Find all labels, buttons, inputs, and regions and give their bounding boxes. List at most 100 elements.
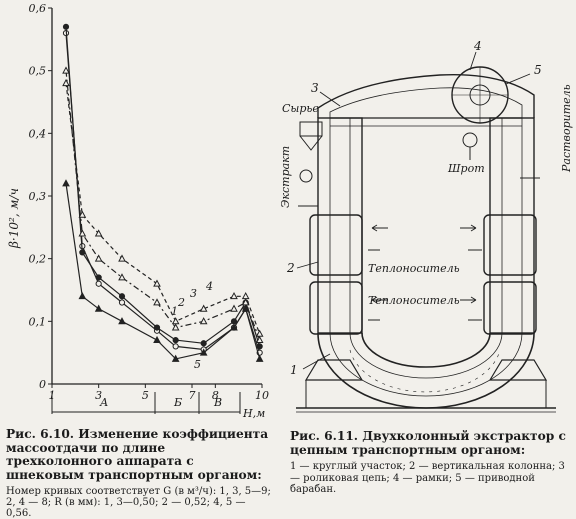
curve-label-5: 5 xyxy=(194,358,201,371)
series-point-1 xyxy=(95,280,102,287)
top-chain xyxy=(317,73,535,127)
series-group xyxy=(62,23,264,362)
series-line-2 xyxy=(65,26,261,347)
series-point-2 xyxy=(230,318,238,325)
caption-fig-6-11-title: Рис. 6.11. Двухколонный экстрактор с цеп… xyxy=(290,429,566,457)
curve-label-3: 3 xyxy=(190,287,197,300)
round-section xyxy=(317,332,535,409)
series-point-4 xyxy=(153,279,161,287)
series-line-3 xyxy=(65,70,261,341)
y-tick-label: 0,4 xyxy=(29,127,47,140)
series-point-5 xyxy=(241,304,250,312)
label-2: 2 xyxy=(286,261,295,275)
series-point-5 xyxy=(118,317,126,325)
series-point-4 xyxy=(78,210,87,218)
series-point-3 xyxy=(62,66,70,74)
series-point-5 xyxy=(62,179,70,187)
label-5: 5 xyxy=(534,63,542,77)
series-point-3 xyxy=(78,229,87,237)
heat-carrier-arrows xyxy=(368,224,482,321)
caption-fig-6-11: Рис. 6.11. Двухколонный экстрактор с цеп… xyxy=(290,429,572,495)
series-point-3 xyxy=(255,335,264,344)
label-teplonositel-1: Теплоноситель xyxy=(368,262,460,275)
raw-material-hopper xyxy=(299,121,323,151)
meal-outlet xyxy=(462,132,478,160)
y-axis-label: β·10², м/ч xyxy=(7,188,21,249)
series-point-3 xyxy=(199,317,208,325)
caption-fig-6-11-body: 1 — круглый участок; 2 — вертикальная ко… xyxy=(290,461,565,495)
label-1: 1 xyxy=(290,363,298,377)
series-point-1 xyxy=(172,343,179,350)
x-tick-label: 5 xyxy=(142,389,149,402)
series-line-5 xyxy=(65,183,261,360)
mass-transfer-chart: 00,10,20,30,40,50,6 1357810 β·10², м/ч А… xyxy=(7,2,269,420)
y-tick-label: 0,6 xyxy=(29,2,47,15)
caption-fig-6-10: Рис. 6.10. Изменение коэффициента массоо… xyxy=(6,427,272,519)
x-axis-label: Н,м xyxy=(242,407,265,420)
label-ekstrakt: Экстракт xyxy=(279,146,292,208)
series-point-1 xyxy=(118,299,126,306)
series-point-4 xyxy=(118,254,126,262)
label-4: 4 xyxy=(473,39,482,53)
x-tick-label: 3 xyxy=(95,389,102,402)
series-point-4 xyxy=(94,229,103,237)
label-teplonositel-2: Теплоноситель xyxy=(368,294,460,307)
label-rastvoritel: Растворитель xyxy=(560,84,573,173)
series-point-5 xyxy=(230,323,238,331)
x-tick-group: 1357810 xyxy=(49,384,269,402)
series-point-3 xyxy=(118,273,126,281)
base-supports xyxy=(296,359,556,413)
label-shrot: Шрот xyxy=(447,162,485,175)
series-line-1 xyxy=(65,33,261,353)
left-column xyxy=(309,117,363,335)
series-point-2 xyxy=(200,340,207,347)
zone-label-a: А xyxy=(99,396,108,409)
series-point-2 xyxy=(95,274,102,281)
series-point-4 xyxy=(171,317,180,325)
series-point-5 xyxy=(255,354,264,362)
caption-fig-6-10-title: Рис. 6.10. Изменение коэффициента массоо… xyxy=(6,427,269,482)
zone-label-v: В xyxy=(213,396,222,409)
series-point-2 xyxy=(153,324,161,331)
y-tick-label: 0,1 xyxy=(29,315,47,328)
series-point-2 xyxy=(172,337,179,344)
y-tick-label: 0,2 xyxy=(29,253,47,266)
series-point-3 xyxy=(171,323,180,331)
x-tick-label: 10 xyxy=(255,389,269,402)
leader-lines xyxy=(296,51,531,370)
y-tick-label: 0 xyxy=(39,378,46,391)
series-point-5 xyxy=(199,348,208,356)
series-point-5 xyxy=(78,292,87,300)
x-tick-label: 7 xyxy=(189,389,196,402)
series-point-3 xyxy=(94,254,103,262)
y-tick-label: 0,5 xyxy=(29,65,47,78)
extract-outlet xyxy=(298,169,318,207)
series-point-2 xyxy=(256,343,263,350)
curve-label-1: 1 xyxy=(171,305,178,318)
series-line-4 xyxy=(65,83,261,335)
series-point-4 xyxy=(241,292,250,300)
series-point-3 xyxy=(153,298,161,306)
caption-fig-6-10-body: Номер кривых соответствует G (в м³/ч): 1… xyxy=(6,485,271,519)
zone-label-b: Б xyxy=(173,396,182,409)
series-point-3 xyxy=(230,304,238,312)
series-point-4 xyxy=(62,78,70,87)
x-tick-label: 8 xyxy=(212,389,219,402)
series-point-2 xyxy=(118,293,126,300)
series-point-2 xyxy=(62,23,70,30)
y-tick-label: 0,3 xyxy=(29,190,47,203)
series-point-5 xyxy=(153,335,161,344)
series-point-2 xyxy=(79,249,86,256)
label-3: 3 xyxy=(311,81,319,95)
series-point-5 xyxy=(171,354,180,362)
curve-label-4: 4 xyxy=(205,280,213,293)
right-column xyxy=(483,117,537,335)
series-point-4 xyxy=(230,292,238,300)
series-point-4 xyxy=(199,304,208,312)
y-tick-group: 0 0,1 0,2 0,3 0,4 0,5 0,6 xyxy=(29,2,52,391)
series-point-5 xyxy=(94,304,103,312)
extractor-diagram xyxy=(296,51,556,413)
series-point-4 xyxy=(255,329,264,337)
diagram-labels: 1 2 3 4 5 Сырье Экстракт Шрот Растворите… xyxy=(279,39,573,377)
